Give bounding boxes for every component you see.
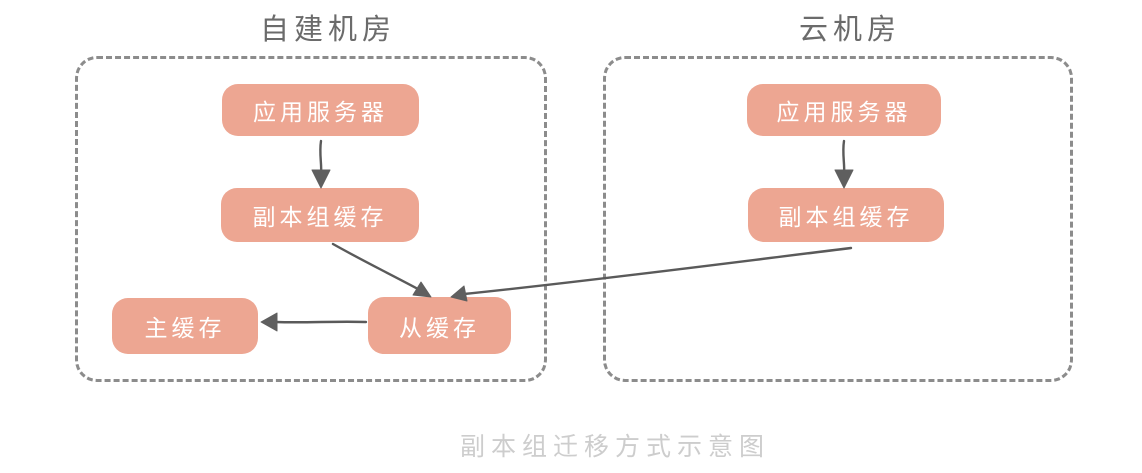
node-left-replica-cache: 副本组缓存 [221,188,419,242]
node-left-slave-cache: 从缓存 [368,297,511,354]
node-right-replica-cache: 副本组缓存 [748,188,944,242]
node-right-app-server: 应用服务器 [747,84,941,136]
diagram-caption: 副本组迁移方式示意图 [459,433,771,461]
node-left-app-server: 应用服务器 [222,84,419,136]
region-title-self-built: 自建机房 [259,14,397,46]
node-left-master-cache: 主缓存 [112,298,258,354]
region-box-cloud [603,56,1073,382]
region-title-cloud: 云机房 [798,14,902,46]
region-box-self-built [75,56,547,382]
